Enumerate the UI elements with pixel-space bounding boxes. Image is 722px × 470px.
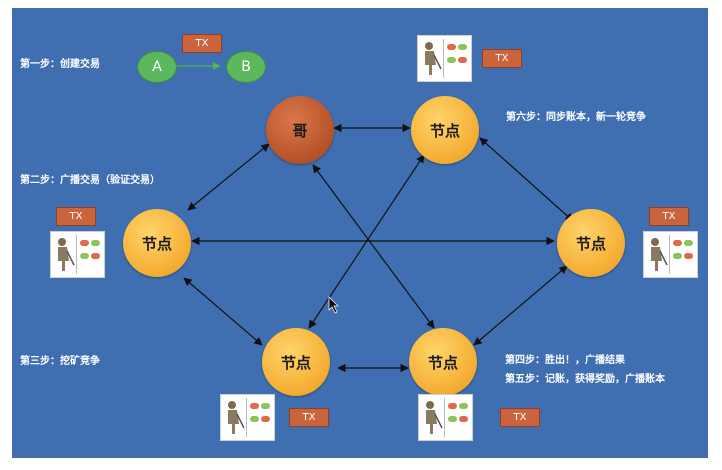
miner-icon [425, 42, 442, 75]
step4-text: 第四步：胜出！，广播结果 [505, 355, 625, 366]
node-right: 节点 [557, 209, 625, 277]
step1-text: 第一步：创建交易 [20, 59, 100, 70]
tx-box-bottom-right: TX [500, 408, 540, 427]
miner-card-bottom-left [220, 394, 275, 441]
mouse-cursor [328, 296, 339, 314]
miner-icon [228, 401, 245, 434]
edge-left-bottom-left [183, 277, 263, 346]
edge-top-right-right [479, 137, 574, 222]
miner-card-right [643, 231, 698, 278]
node-brother: 哥 [266, 96, 334, 164]
connection-lines [175, 62, 574, 373]
tx-box-left: TX [56, 207, 96, 226]
node-bottom-right: 节点 [409, 328, 477, 396]
tx-box-create: TX [182, 34, 222, 53]
account-a: A [137, 51, 177, 83]
edge-brother-left [187, 143, 270, 211]
node-left: 节点 [123, 209, 191, 277]
account-b: B [226, 51, 266, 83]
miner-icon [651, 238, 668, 271]
node-top-right: 节点 [411, 96, 479, 164]
tx-box-top-right: TX [482, 49, 522, 68]
miner-card-bottom-right [418, 394, 473, 441]
miner-icon [58, 238, 75, 271]
step5-text: 第五步：记账，获得奖励，广播账本 [505, 374, 665, 385]
miner-icon [426, 401, 443, 434]
step3-text: 第三步：挖矿竞争 [20, 356, 100, 367]
step6-text: 第六步：同步账本，新一轮竞争 [506, 112, 646, 123]
tx-box-right: TX [649, 207, 689, 226]
miner-card-left [50, 231, 105, 278]
tx-box-bottom-left: TX [289, 408, 329, 427]
node-bottom-left: 节点 [262, 328, 330, 396]
step2-text: 第二步：广播交易（验证交易） [20, 175, 160, 186]
miner-card-top-right [417, 35, 472, 82]
slide-canvas: 第一步：创建交易 第二步：广播交易（验证交易） 第三步：挖矿竞争 第四步：胜出！… [12, 8, 708, 458]
edge-bottom-right-right [473, 265, 568, 346]
